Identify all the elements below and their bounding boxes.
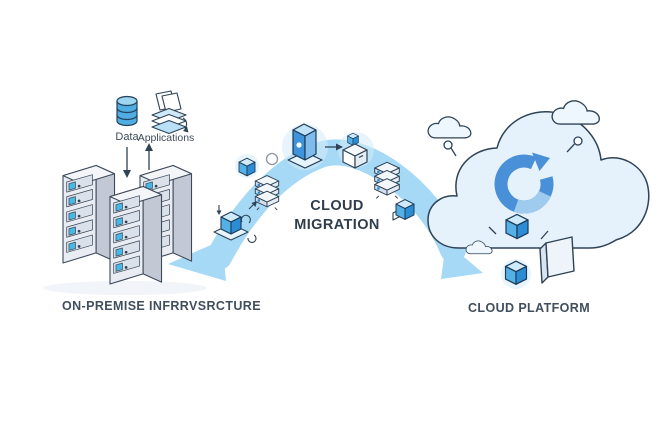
right-arrow-icon xyxy=(325,143,343,151)
cube-tag-icon xyxy=(392,199,415,221)
migration-title-line1: CLOUD xyxy=(310,198,364,214)
circle-marker xyxy=(265,152,279,166)
book-icon xyxy=(539,236,575,284)
magnifier-icon xyxy=(566,136,583,153)
magnifier-icon xyxy=(443,140,457,157)
connector-dash xyxy=(488,226,549,240)
applications-label: Applications xyxy=(137,132,195,144)
arrow-head-left xyxy=(168,240,226,281)
data-label: Data xyxy=(115,131,139,143)
on-premise-caption: ON-PREMISE INFRRVSRCTURE xyxy=(62,299,261,313)
migration-title: CLOUD MIGRATION xyxy=(267,197,407,235)
server-rack-icon xyxy=(109,185,163,285)
cube-icon xyxy=(504,260,528,285)
database-icon xyxy=(116,95,138,127)
cube-on-platform-icon xyxy=(213,201,257,243)
migration-title-line2: MIGRATION xyxy=(294,217,380,233)
cube-icon xyxy=(505,213,529,240)
small-cloud-icon xyxy=(551,100,601,125)
server-shadow xyxy=(43,281,207,295)
server-rack-icon xyxy=(62,164,116,264)
package-box-icon xyxy=(342,132,368,169)
cube-icon xyxy=(238,157,256,177)
tower-server-icon xyxy=(287,123,323,169)
small-cloud-icon xyxy=(427,116,472,139)
applications-stack-icon xyxy=(151,90,189,135)
sync-icon xyxy=(494,152,554,214)
arrow-head-right xyxy=(441,242,483,279)
cloud-platform-caption: CLOUD PLATFORM xyxy=(468,301,591,315)
applications-up-arrow-icon xyxy=(145,143,153,170)
data-down-arrow-icon xyxy=(123,147,131,178)
